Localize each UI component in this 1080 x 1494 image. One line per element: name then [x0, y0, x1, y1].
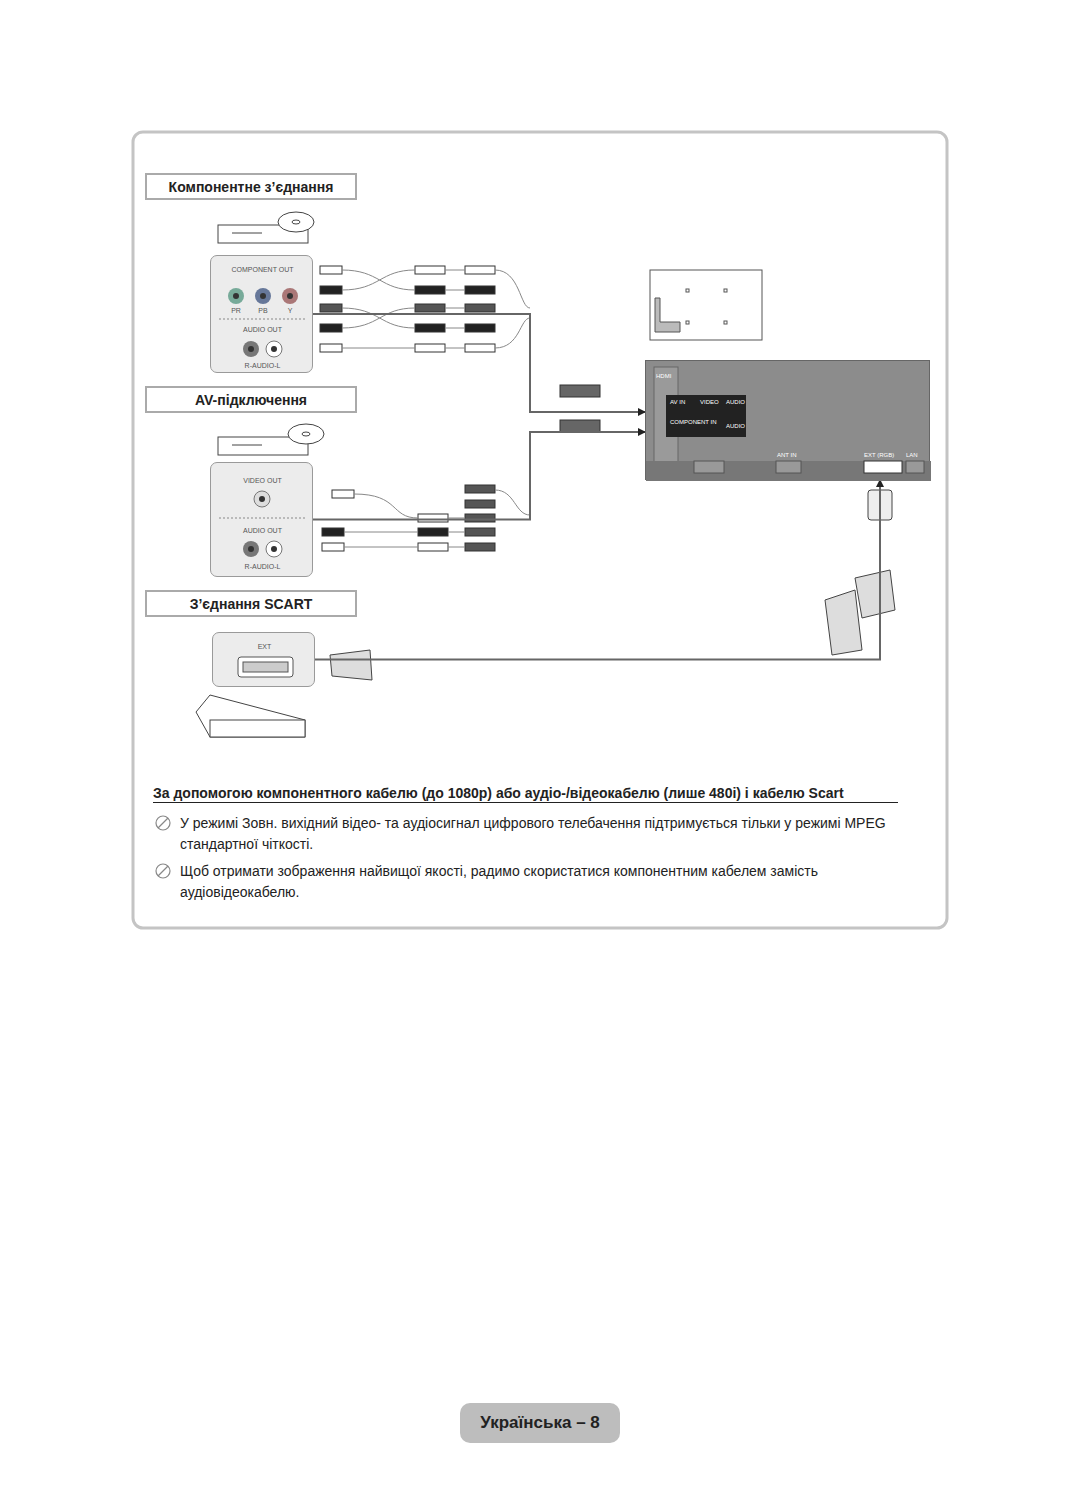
ext-panel: EXT	[212, 632, 315, 687]
node-text: Українська – 8	[480, 1413, 600, 1433]
node-text: R-AUDIO-L	[211, 362, 314, 369]
node-text: З’єднання SCART	[190, 596, 313, 612]
node-text: EXT	[213, 643, 316, 650]
jack-symbols	[213, 633, 316, 688]
node-text: Y	[279, 307, 301, 314]
note-icon	[156, 816, 170, 878]
node-text: COMPONENT OUT	[211, 266, 314, 273]
node-text: PB	[252, 307, 274, 314]
node-text: Компонентне з’єднання	[169, 179, 334, 195]
node-text: EXT (RGB)	[864, 452, 894, 458]
node-text: HDMI	[656, 373, 671, 379]
node-text: AUDIO OUT	[211, 326, 314, 333]
tv-outline	[650, 270, 762, 340]
node-text: AUDIO OUT	[211, 527, 314, 534]
section-heading: Компонентне з’єднання	[145, 173, 357, 200]
node-text: AUDIO	[726, 399, 745, 405]
node-text: ANT IN	[777, 452, 797, 458]
node-text: COMPONENT IN	[670, 419, 717, 425]
node-text: PR	[225, 307, 247, 314]
note-text: За допомогою компонентного кабелю (до 10…	[153, 784, 898, 803]
node-text: AV-підключення	[195, 392, 307, 408]
page-number: Українська – 8	[460, 1403, 620, 1443]
rca-plugs	[320, 266, 600, 432]
node-text: VIDEO	[700, 399, 719, 405]
node-text: R-AUDIO-L	[211, 563, 314, 570]
tv-rear-panel: HDMI AV IN VIDEO AUDIO COMPONENT IN AUDIO ANT …	[645, 360, 930, 480]
node-text: AUDIO	[726, 423, 745, 429]
cable-connector	[315, 480, 880, 660]
dvd-player	[196, 212, 324, 737]
node-text: LAN	[906, 452, 918, 458]
frame	[133, 132, 947, 928]
section-heading: AV-підключення	[145, 386, 357, 413]
section-heading: З’єднання SCART	[145, 590, 357, 617]
node-text: AV IN	[670, 399, 685, 405]
device-panel: VIDEO OUT AUDIO OUT R-AUDIO-L	[210, 462, 313, 577]
device-panel: COMPONENT OUT PR PB Y AUDIO OUT R-AUDIO-L	[210, 255, 313, 373]
node-text: VIDEO OUT	[211, 477, 314, 484]
jack-symbols	[211, 256, 314, 374]
av-plugs	[322, 485, 530, 551]
note-text: Щоб отримати зображення найвищої якості,…	[180, 861, 940, 903]
cable-connector	[313, 432, 645, 520]
cable-connector	[313, 314, 645, 412]
note-text: У режимі Зовн. вихідний відео- та аудіос…	[180, 813, 940, 855]
